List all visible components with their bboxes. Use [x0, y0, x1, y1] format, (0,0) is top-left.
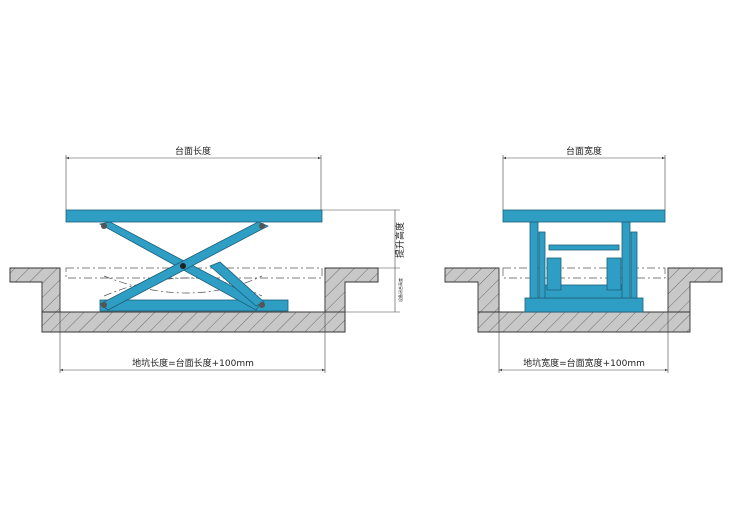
- lowered-platform-outline: [502, 267, 666, 279]
- closed-height-label: 设备闭合高度: [397, 278, 403, 302]
- side-view: 台面长度 提升高度 设备闭合高度 地坑长度=台面长度+100mm: [9, 145, 406, 373]
- platform-length-label: 台面长度: [175, 145, 211, 157]
- platform-width-label: 台面宽度: [566, 145, 602, 157]
- pit-width-label: 地坑宽度=台面宽度+100mm: [523, 357, 645, 369]
- pit-length-label: 地坑长度=台面长度+100mm: [132, 357, 254, 369]
- platform-top: [502, 209, 666, 223]
- scissor-column: [621, 221, 631, 299]
- hydraulic-cylinder: [209, 261, 265, 307]
- scissor-column: [529, 221, 539, 299]
- hydraulic-cylinder: [606, 257, 622, 291]
- base-frame: [99, 299, 289, 312]
- end-view: 台面宽度 地坑宽度=台面宽度+100mm: [444, 145, 723, 373]
- hydraulic-cylinder: [546, 257, 562, 291]
- platform-top: [65, 209, 323, 223]
- lift-height-label: 提升高度: [394, 222, 406, 258]
- base-frame: [524, 297, 644, 313]
- pivot-pin: [180, 263, 186, 269]
